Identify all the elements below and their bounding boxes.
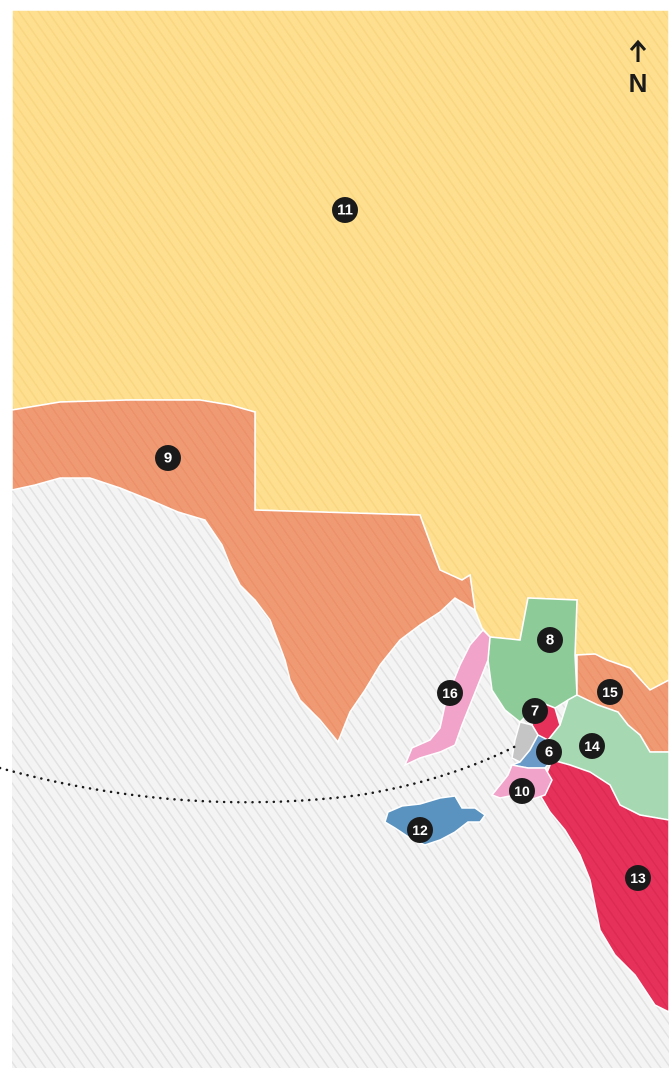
region-label-8: 8: [537, 627, 563, 653]
north-arrow: N: [629, 39, 648, 98]
svg-text:11: 11: [337, 202, 353, 219]
svg-text:7: 7: [531, 703, 539, 720]
svg-text:14: 14: [584, 738, 600, 754]
north-label: N: [629, 68, 648, 98]
region-label-14: 14: [579, 733, 605, 759]
region-label-13: 13: [625, 865, 651, 891]
region-label-12: 12: [407, 817, 433, 843]
region-label-15: 15: [597, 679, 623, 705]
region-9-area: [11, 399, 476, 744]
svg-text:10: 10: [514, 783, 530, 799]
region-label-10: 10: [509, 778, 535, 804]
north-arrow-icon: [629, 39, 647, 62]
svg-text:16: 16: [442, 685, 458, 701]
svg-text:12: 12: [412, 822, 428, 838]
region-13-area: [539, 759, 669, 1013]
region-label-16: 16: [437, 680, 463, 706]
region-label-9: 9: [155, 445, 181, 471]
svg-text:9: 9: [164, 450, 172, 467]
svg-text:13: 13: [630, 870, 646, 886]
region-label-6: 6: [536, 739, 562, 765]
svg-text:6: 6: [545, 744, 553, 761]
region-label-7: 7: [522, 698, 548, 724]
svg-text:8: 8: [546, 632, 554, 649]
svg-text:15: 15: [602, 684, 618, 700]
region-label-11: 11: [332, 197, 358, 223]
